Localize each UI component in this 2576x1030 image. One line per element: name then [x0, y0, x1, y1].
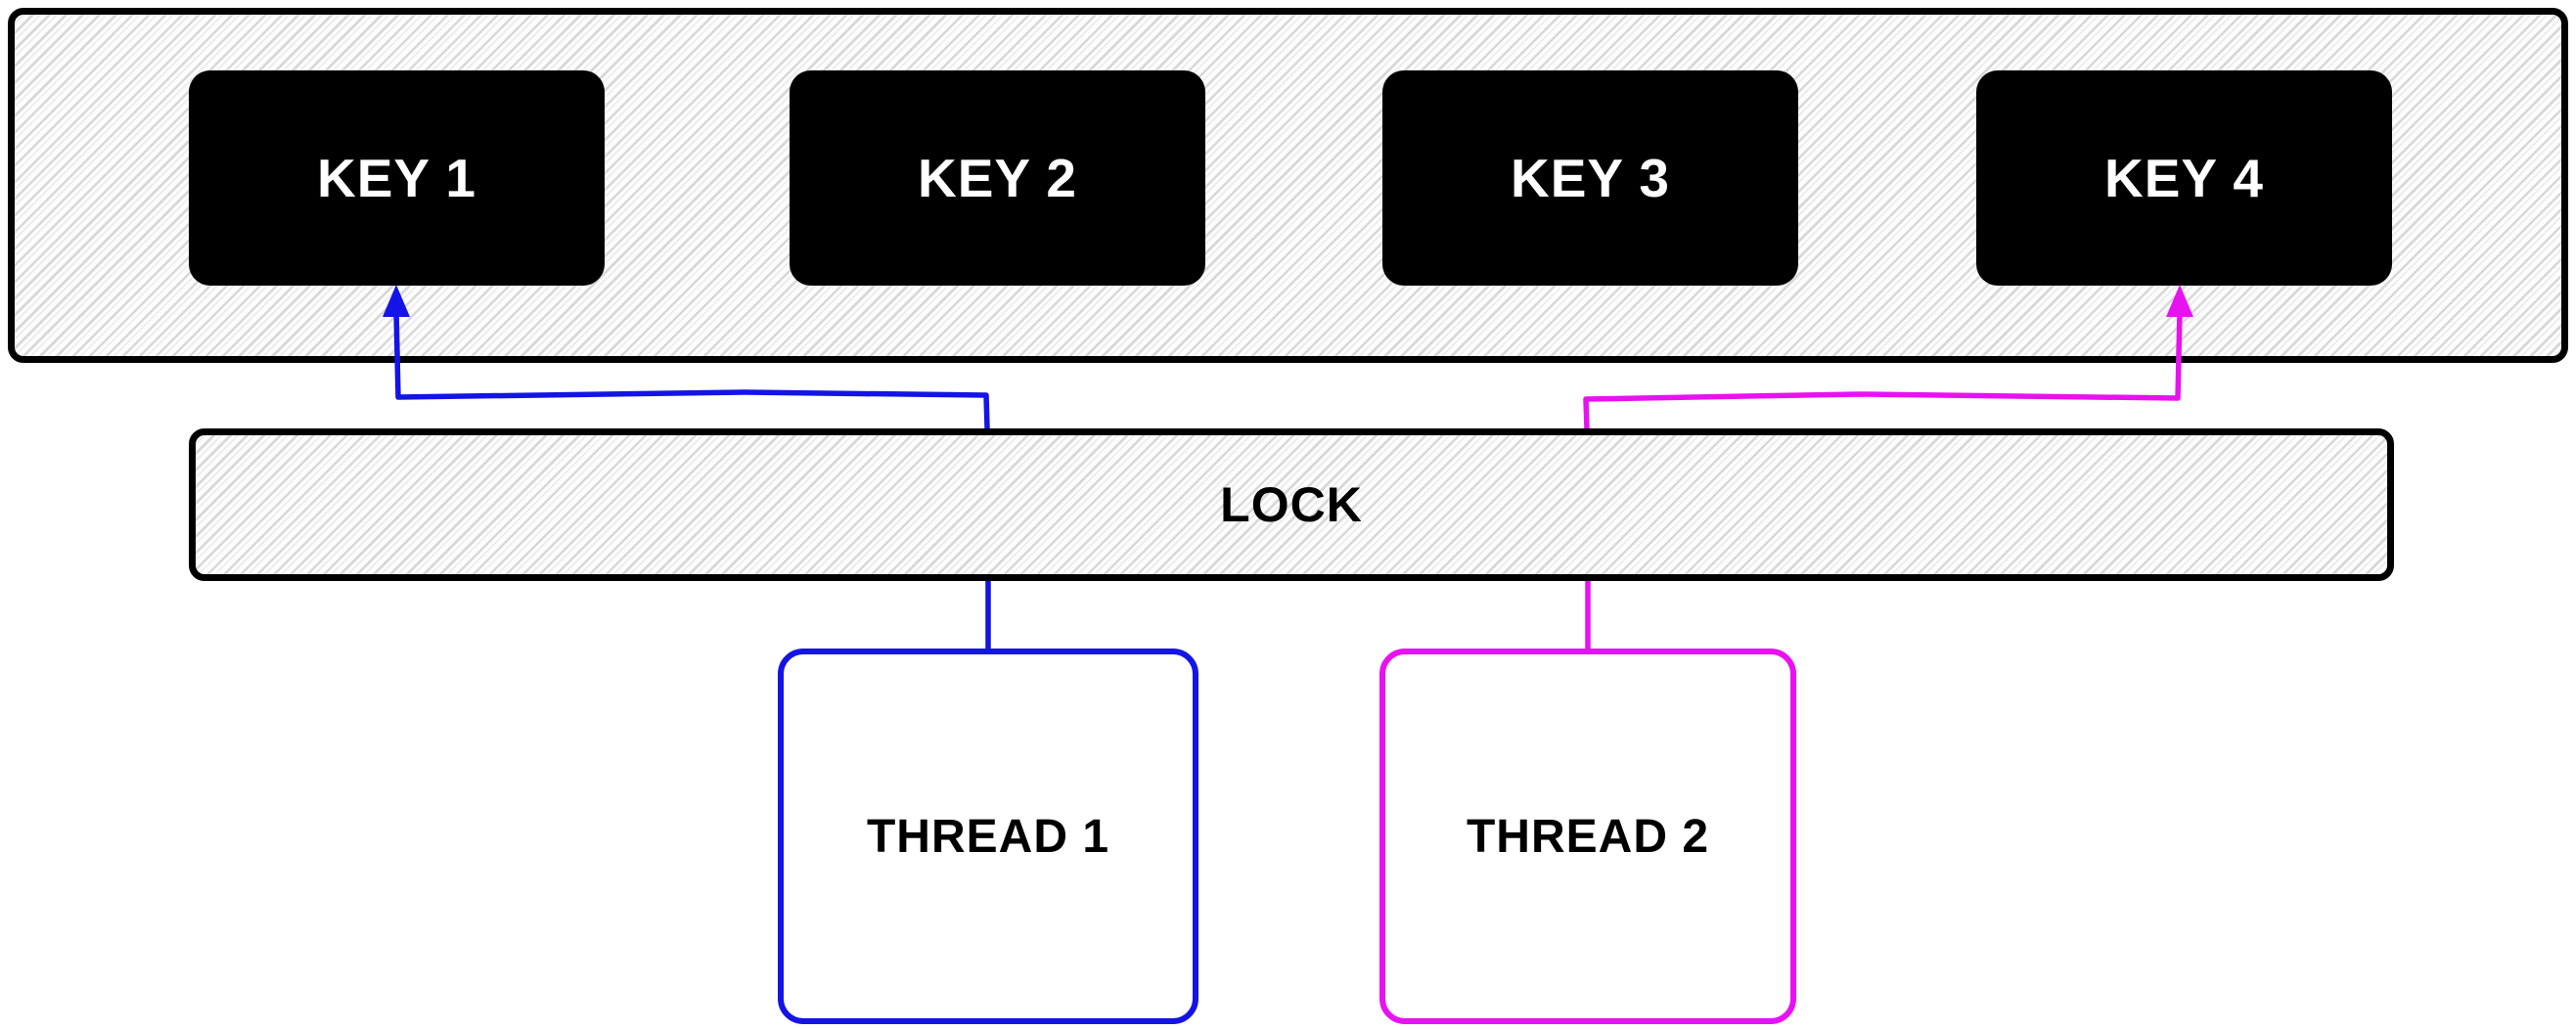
keys-container: KEY 1 KEY 2 KEY 3 KEY 4 [8, 8, 2568, 363]
key-4-label: KEY 4 [2104, 148, 2264, 208]
thread-1-node: THREAD 1 [778, 649, 1198, 1024]
key-2-node: KEY 2 [790, 70, 1205, 286]
key-1-node: KEY 1 [189, 70, 605, 286]
key-2-label: KEY 2 [918, 148, 1077, 208]
key-4-node: KEY 4 [1976, 70, 2392, 286]
thread-2-label: THREAD 2 [1466, 810, 1710, 863]
thread-2-node: THREAD 2 [1379, 649, 1796, 1024]
key-1-label: KEY 1 [317, 148, 476, 208]
lock-label: LOCK [1220, 477, 1363, 532]
lock-node: LOCK [189, 428, 2394, 581]
key-3-node: KEY 3 [1382, 70, 1798, 286]
thread-1-label: THREAD 1 [866, 810, 1110, 863]
key-3-label: KEY 3 [1511, 148, 1670, 208]
